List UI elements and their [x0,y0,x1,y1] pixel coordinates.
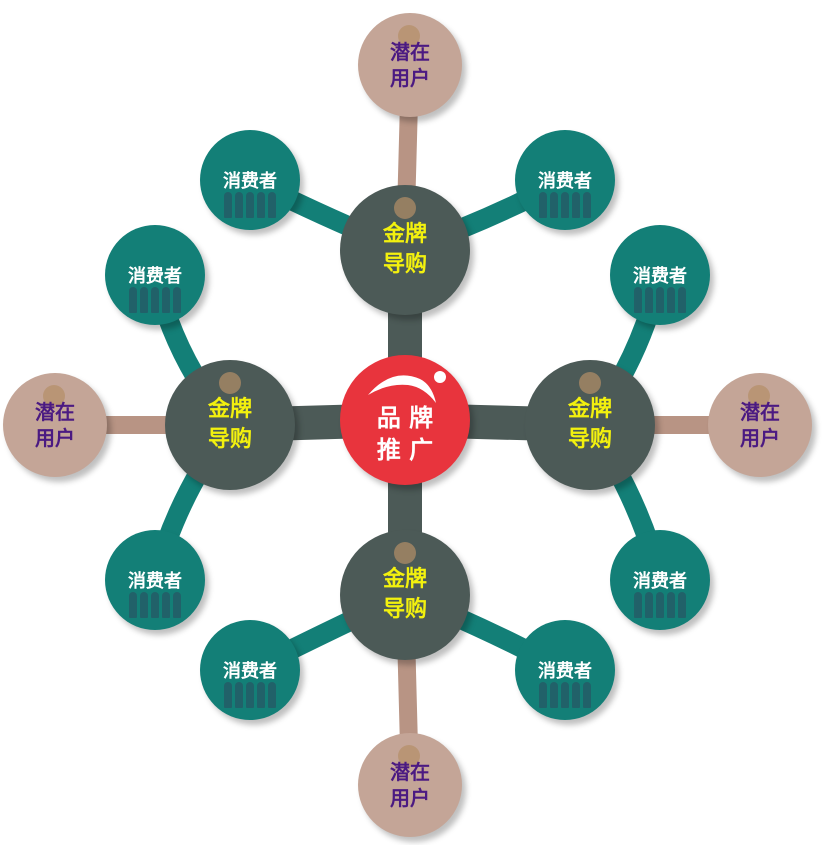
potential-user-label: 用户 [35,426,75,450]
crowd-icon [539,192,591,218]
brand-logo-swoosh-icon [368,371,446,403]
center-label: 品 牌 [376,404,434,432]
potential-user-label: 用户 [390,786,430,810]
guide-node-top: 金牌 导购 [340,185,470,315]
potential-user-label: 潜在 [390,760,430,784]
potential-user-label: 潜在 [740,400,780,424]
guide-label: 金牌 [207,397,252,422]
consumer-node-left-upper: 消费者 [105,225,205,325]
center-label: 推 广 [376,436,434,464]
guide-label: 金牌 [382,567,427,592]
consumer-label: 消费者 [128,571,182,592]
crowd-icon [224,192,276,218]
consumer-node-right-lower: 消费者 [610,530,710,630]
people-illustration-icon [398,745,420,767]
salesperson-icon [219,372,241,394]
guide-node-bottom: 金牌 导购 [340,530,470,660]
consumer-label: 消费者 [633,571,687,592]
guide-label: 导购 [567,427,612,452]
potential-user-node-right: 潜在 用户 [708,373,812,477]
consumer-node-bottom-right: 消费者 [515,620,615,720]
consumer-label: 消费者 [223,661,277,682]
potential-user-node-top: 潜在 用户 [358,13,462,117]
consumer-label: 消费者 [128,266,182,287]
guide-label: 金牌 [382,222,427,247]
consumer-node-bottom-left: 消费者 [200,620,300,720]
potential-user-label: 用户 [390,66,430,90]
people-illustration-icon [748,385,770,407]
guide-label: 金牌 [567,397,612,422]
consumer-label: 消费者 [633,266,687,287]
guide-label: 导购 [207,427,252,452]
potential-user-label: 潜在 [35,400,75,424]
guide-node-left: 金牌 导购 [165,360,295,490]
potential-user-node-left: 潜在 用户 [3,373,107,477]
salesperson-icon [394,197,416,219]
consumer-label: 消费者 [538,661,592,682]
people-illustration-icon [398,25,420,47]
crowd-icon [634,287,686,313]
consumer-node-top-right: 消费者 [515,130,615,230]
potential-user-label: 用户 [740,426,780,450]
potential-user-label: 潜在 [390,40,430,64]
crowd-icon [224,682,276,708]
crowd-icon [634,592,686,618]
guide-node-right: 金牌 导购 [525,360,655,490]
crowd-icon [129,287,181,313]
consumer-node-right-upper: 消费者 [610,225,710,325]
consumer-label: 消费者 [223,171,277,192]
consumer-node-top-left: 消费者 [200,130,300,230]
potential-user-node-bottom: 潜在 用户 [358,733,462,837]
consumer-node-left-lower: 消费者 [105,530,205,630]
crowd-icon [129,592,181,618]
people-illustration-icon [43,385,65,407]
brand-promotion-center-node: 品 牌 推 广 [340,355,470,485]
salesperson-icon [394,542,416,564]
salesperson-icon [579,372,601,394]
crowd-icon [539,682,591,708]
guide-label: 导购 [382,252,427,277]
consumer-label: 消费者 [538,171,592,192]
guide-label: 导购 [382,597,427,622]
